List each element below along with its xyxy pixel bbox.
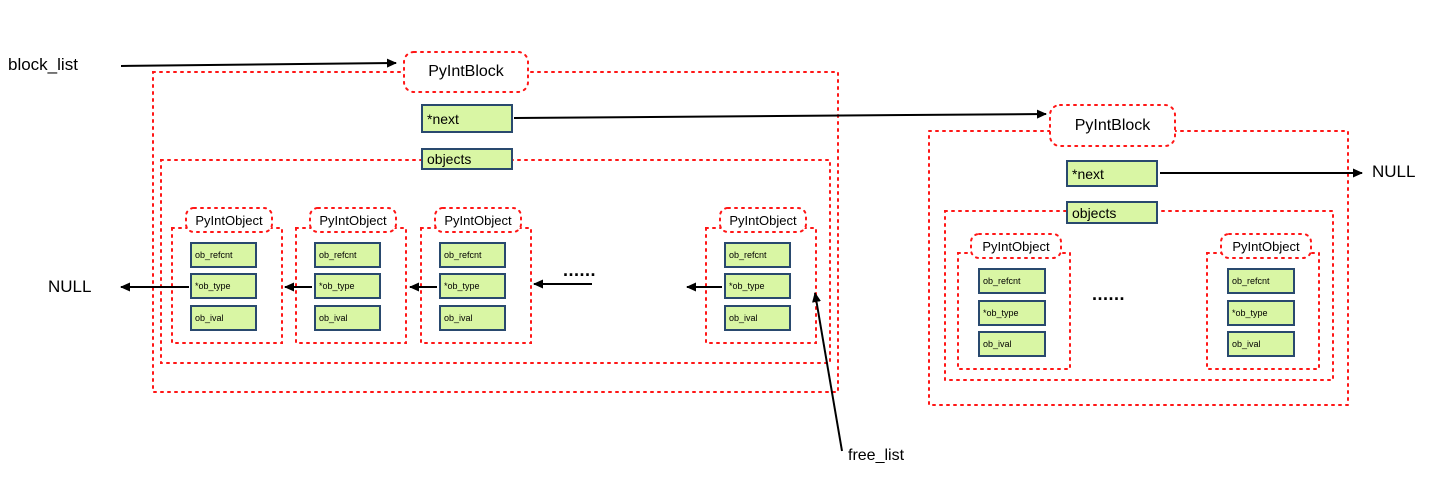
block1-obj2-ob-type: *ob_type	[314, 273, 381, 299]
block1-obj3-title: PyIntObject	[444, 212, 512, 228]
block2-obj2-title: PyIntObject	[1232, 238, 1300, 254]
block2-outline	[928, 104, 1349, 406]
block1-next-field: *next	[421, 104, 513, 133]
block1-objects-field: objects	[421, 148, 513, 170]
block1-obj4-title-box	[719, 207, 807, 233]
block1-obj3-ob-type: *ob_type	[439, 273, 506, 299]
free-list-arrow	[812, 292, 843, 452]
block1-obj2-title-box	[309, 207, 397, 233]
block1-title-dotted-box	[403, 51, 529, 93]
block1-obj1-ob-refcnt: ob_refcnt	[190, 242, 257, 268]
block2-obj1-title-box	[970, 233, 1062, 259]
pointer-arrows	[120, 58, 1363, 452]
block2-title-dotted-box	[1049, 104, 1176, 147]
block1-obj2-title: PyIntObject	[319, 212, 387, 228]
free-list-label: free_list	[848, 447, 905, 464]
block2-title: PyIntBlock	[1074, 116, 1151, 134]
block2-obj2-ob-ival: ob_ival	[1227, 331, 1295, 357]
block2-obj2-ob-type: *ob_type	[1227, 300, 1295, 326]
block1-next-arrow	[513, 109, 1047, 119]
block1-obj4-title: PyIntObject	[729, 212, 797, 228]
block2-obj1-ob-type: *ob_type	[978, 300, 1046, 326]
block2-ellipsis: ......	[1092, 284, 1126, 304]
block2-objects-dotted-rect	[944, 210, 1334, 381]
block2-obj1-ob-ival: ob_ival	[978, 331, 1046, 357]
block2-obj2-ob-refcnt: ob_refcnt	[1227, 268, 1295, 294]
block1-obj3-ob-ival: ob_ival	[439, 305, 506, 331]
block2-obj1-title: PyIntObject	[982, 238, 1050, 254]
block1-ellipsis: ......	[563, 260, 597, 280]
block-list-arrow	[120, 58, 397, 68]
block1-obj1-title-box	[185, 207, 273, 233]
block1-objects-dotted-rect	[160, 159, 831, 364]
block2-obj2-title-box	[1220, 233, 1312, 259]
block1-obj1-ob-type: *ob_type	[190, 273, 257, 299]
block1-obj4-ob-type: *ob_type	[724, 273, 791, 299]
block2-obj1-ob-refcnt: ob_refcnt	[978, 268, 1046, 294]
null-label-right: NULL	[1372, 162, 1416, 181]
block1-obj1-title: PyIntObject	[195, 212, 263, 228]
null-label-left: NULL	[48, 277, 92, 296]
block1-obj3-title-box	[434, 207, 522, 233]
block2-next-field: *next	[1066, 160, 1158, 187]
block2-objects-field: objects	[1066, 201, 1158, 224]
block1-title: PyIntBlock	[428, 63, 504, 80]
block1-obj2-ob-ival: ob_ival	[314, 305, 381, 331]
block1-obj2-ob-refcnt: ob_refcnt	[314, 242, 381, 268]
block1-obj4-ob-ival: ob_ival	[724, 305, 791, 331]
block1-obj3-ob-refcnt: ob_refcnt	[439, 242, 506, 268]
block1-obj1-ob-ival: ob_ival	[190, 305, 257, 331]
block-list-label: block_list	[8, 55, 78, 74]
block1-obj4-ob-refcnt: ob_refcnt	[724, 242, 791, 268]
block1-outline	[152, 51, 839, 393]
